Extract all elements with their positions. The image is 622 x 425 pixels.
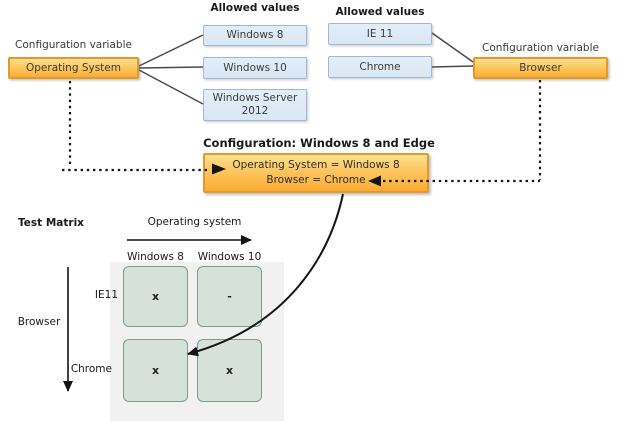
value-box-ie-11: IE 11 — [328, 23, 432, 45]
matrix-column-header-windows-8: Windows 8 — [127, 251, 184, 263]
allowed-values-title-right: Allowed values — [335, 6, 425, 18]
matrix-row-header-chrome: Chrome — [70, 363, 112, 375]
matrix-cell-ie11-windows8-value: x — [151, 290, 160, 303]
value-box-chrome: Chrome — [328, 56, 432, 78]
right-variable-caption: Configuration variable — [482, 42, 599, 54]
value-box-windows-server-2012-label: Windows Server 2012 — [212, 92, 298, 117]
connector-os-to-server2012 — [138, 69, 204, 105]
matrix-x-axis-label: Operating system — [147, 216, 242, 228]
test-matrix-title: Test Matrix — [18, 217, 84, 229]
configuration-box: Operating System = Windows 8 Browser = C… — [203, 153, 429, 193]
configuration-assignment-os: Operating System = Windows 8 — [232, 159, 400, 171]
matrix-cell-chrome-windows8: x — [123, 339, 188, 402]
connector-ie11-to-browser — [431, 32, 474, 63]
value-box-windows-10-label: Windows 10 — [223, 61, 287, 74]
matrix-cell-ie11-windows10-value: - — [227, 290, 232, 303]
variable-box-operating-system: Operating System — [8, 57, 139, 79]
variable-box-browser-label: Browser — [519, 62, 562, 74]
matrix-row-header-ie11: IE11 — [94, 289, 118, 301]
allowed-values-title-left: Allowed values — [210, 2, 300, 14]
variable-box-browser: Browser — [473, 57, 608, 79]
value-box-ie-11-label: IE 11 — [366, 27, 394, 40]
value-box-windows-10: Windows 10 — [203, 57, 307, 79]
connector-os-to-windows8 — [138, 34, 204, 67]
matrix-cell-chrome-windows10: x — [197, 339, 262, 402]
configuration-title: Configuration: Windows 8 and Edge — [203, 136, 435, 150]
matrix-cell-chrome-windows10-value: x — [225, 364, 234, 377]
connector-os-to-windows10 — [138, 66, 204, 69]
left-variable-caption: Configuration variable — [15, 39, 132, 51]
connector-chrome-to-browser — [431, 65, 474, 68]
value-box-windows-8: Windows 8 — [203, 25, 307, 46]
matrix-cell-ie11-windows8: x — [123, 266, 188, 327]
value-box-windows-server-2012: Windows Server 2012 — [203, 89, 307, 121]
variable-box-operating-system-label: Operating System — [26, 62, 121, 74]
value-box-windows-8-label: Windows 8 — [226, 29, 284, 41]
matrix-cell-ie11-windows10: - — [197, 266, 262, 327]
value-box-chrome-label: Chrome — [359, 60, 401, 73]
matrix-cell-chrome-windows8-value: x — [151, 364, 160, 377]
configuration-assignment-browser: Browser = Chrome — [266, 174, 366, 186]
matrix-y-axis-label: Browser — [17, 316, 61, 328]
